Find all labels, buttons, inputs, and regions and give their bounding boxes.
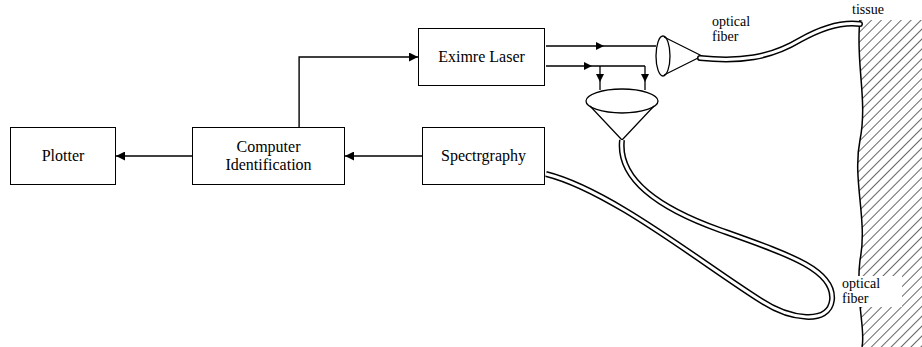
part-label: tissue bbox=[852, 2, 884, 17]
part-label: optical fiber bbox=[842, 276, 902, 307]
box-label: Computer Identification bbox=[209, 138, 329, 175]
part-label: optical fiber bbox=[712, 14, 768, 45]
box-label: Eximre Laser bbox=[438, 48, 525, 66]
box-label: Plotter bbox=[42, 147, 85, 165]
optical-fiber bbox=[546, 140, 832, 317]
beam-arrowhead bbox=[584, 42, 649, 82]
collecting-lens bbox=[586, 89, 658, 113]
light-cone bbox=[664, 37, 702, 75]
box-label: Spectrgraphy bbox=[441, 147, 526, 165]
process-box: Plotter bbox=[10, 127, 116, 185]
signal-arrow bbox=[116, 155, 192, 156]
signal-arrow bbox=[345, 155, 422, 156]
process-box: Computer Identification bbox=[192, 127, 345, 185]
focusing-lens bbox=[656, 36, 670, 76]
process-box: Eximre Laser bbox=[418, 28, 545, 86]
signal-arrow bbox=[299, 57, 418, 127]
light-cone bbox=[590, 106, 654, 140]
laser-beam bbox=[546, 46, 656, 90]
fiber-core bbox=[546, 140, 832, 317]
process-box: Spectrgraphy bbox=[422, 127, 545, 185]
